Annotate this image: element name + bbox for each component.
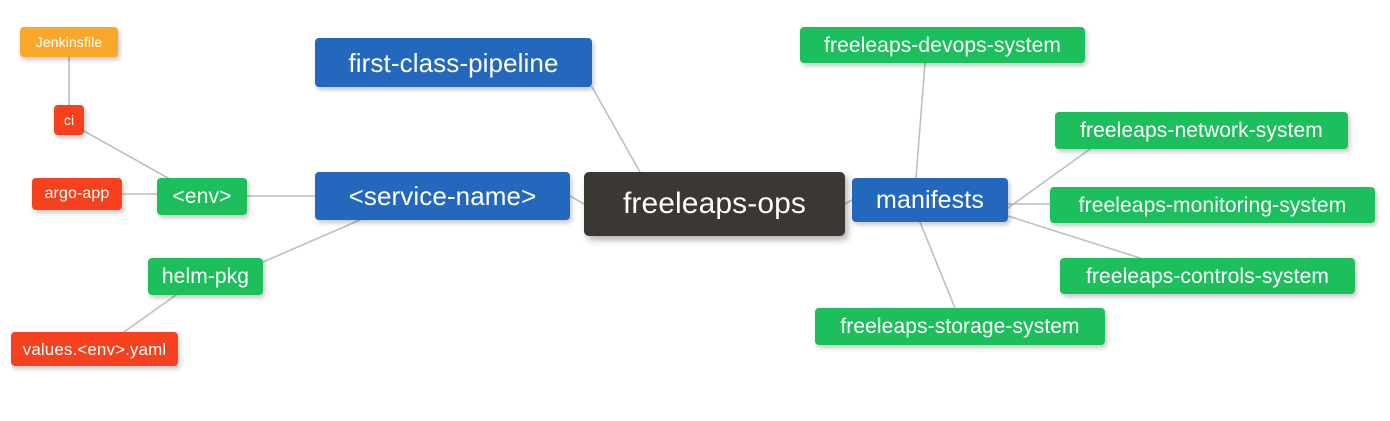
node-label: <env> <box>172 185 232 208</box>
node-helm-pkg[interactable]: helm-pkg <box>148 258 263 295</box>
node-manifests[interactable]: manifests <box>852 178 1008 222</box>
node-label: freeleaps-devops-system <box>824 33 1061 57</box>
edge-helm-pkg-to-values-env-yaml <box>123 294 177 333</box>
node-label: manifests <box>876 185 984 214</box>
node-jenkinsfile[interactable]: Jenkinsfile <box>20 27 118 57</box>
node-label: <service-name> <box>348 181 537 211</box>
node-freeleaps-monitoring-system[interactable]: freeleaps-monitoring-system <box>1050 187 1375 223</box>
node-freeleaps-ops[interactable]: freeleaps-ops <box>584 172 845 236</box>
node-label: argo-app <box>44 185 110 202</box>
node-label: Jenkinsfile <box>35 34 103 50</box>
edge-freeleaps-ops-to-service-name <box>569 195 585 205</box>
node-values-env-yaml[interactable]: values.<env>.yaml <box>11 332 178 366</box>
node-argo-app[interactable]: argo-app <box>32 178 122 210</box>
node-label: helm-pkg <box>161 265 250 288</box>
node-freeleaps-devops-system[interactable]: freeleaps-devops-system <box>800 27 1085 63</box>
node-service-name[interactable]: <service-name> <box>315 172 570 220</box>
node-freeleaps-controls-system[interactable]: freeleaps-controls-system <box>1060 258 1355 294</box>
edge-manifests-to-freeleaps-devops-system <box>915 62 926 179</box>
node-label: first-class-pipeline <box>348 47 559 78</box>
node-label: freeleaps-network-system <box>1080 119 1323 142</box>
node-label: freeleaps-storage-system <box>840 315 1080 338</box>
edge-freeleaps-ops-to-first-class-pipeline <box>591 86 641 173</box>
node-first-class-pipeline[interactable]: first-class-pipeline <box>315 38 592 87</box>
node-label: freeleaps-controls-system <box>1086 264 1329 288</box>
edge-env-to-ci <box>83 130 169 179</box>
node-label: values.<env>.yaml <box>22 339 167 359</box>
node-freeleaps-network-system[interactable]: freeleaps-network-system <box>1055 112 1348 149</box>
edge-service-name-to-helm-pkg <box>262 219 361 263</box>
node-label: freeleaps-ops <box>622 187 807 220</box>
node-label: freeleaps-monitoring-system <box>1078 193 1347 217</box>
node-env[interactable]: <env> <box>157 178 247 215</box>
node-freeleaps-storage-system[interactable]: freeleaps-storage-system <box>815 308 1105 345</box>
node-ci[interactable]: ci <box>54 105 84 135</box>
edge-manifests-to-freeleaps-storage-system <box>919 221 956 309</box>
edge-freeleaps-ops-to-manifests <box>844 199 853 205</box>
node-label: ci <box>63 112 75 128</box>
